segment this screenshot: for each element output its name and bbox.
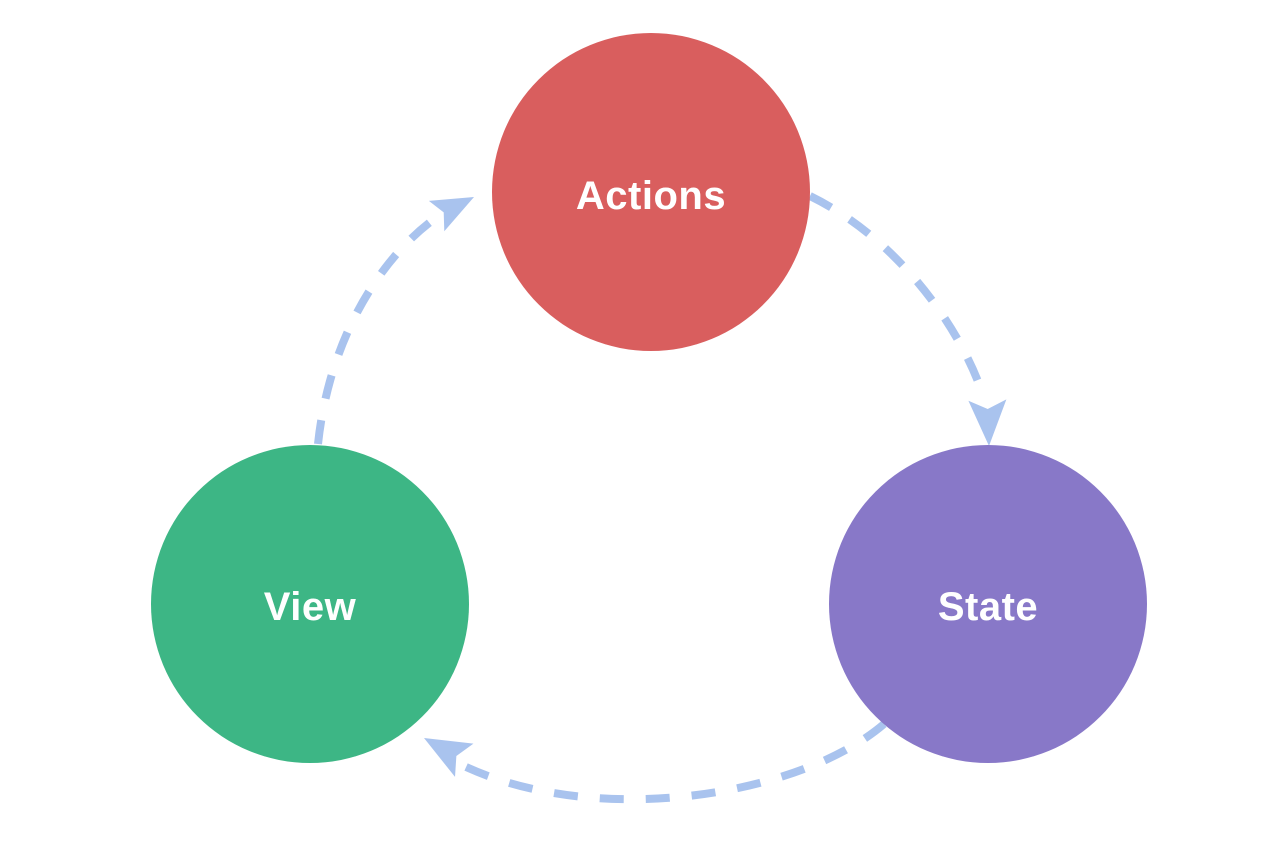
node-state-circle[interactable] — [829, 445, 1147, 763]
edge-view-to-actions-path — [314, 200, 460, 445]
node-actions-circle[interactable] — [492, 33, 810, 351]
node-actions[interactable]: Actions — [492, 33, 810, 351]
arrowhead-to-view-icon — [424, 738, 474, 777]
node-view[interactable]: View — [151, 445, 469, 763]
node-view-label: View — [264, 585, 357, 629]
node-state[interactable]: State — [829, 445, 1147, 763]
arrowhead-to-actions-icon — [428, 197, 474, 232]
node-actions-label: Actions — [576, 174, 726, 218]
edge-group — [314, 192, 1007, 804]
edge-view-to-actions — [314, 197, 474, 445]
arrowhead-to-state-icon — [968, 399, 1007, 446]
edge-state-to-view-path — [464, 720, 887, 804]
edge-actions-to-state-path — [808, 192, 988, 400]
edge-state-to-view — [424, 720, 887, 804]
node-state-label: State — [938, 585, 1038, 629]
node-view-circle[interactable] — [151, 445, 469, 763]
edge-actions-to-state — [808, 192, 1007, 446]
